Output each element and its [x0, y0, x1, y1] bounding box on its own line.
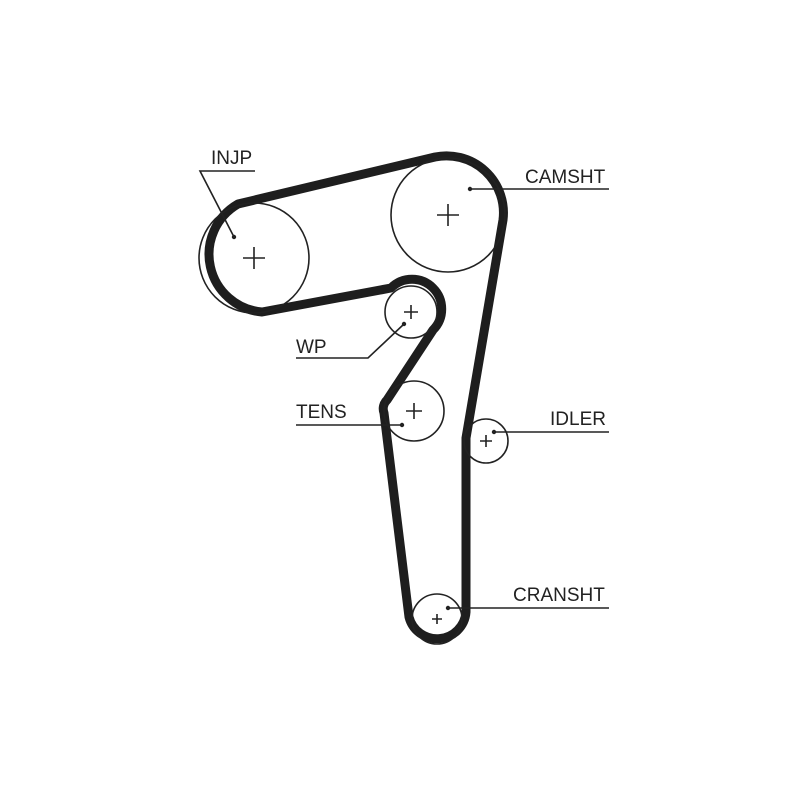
cransht-label: CRANSHT: [513, 585, 605, 606]
injp-leader-dot: [231, 234, 237, 240]
cransht-center-mark: [432, 614, 442, 624]
tens-leader-dot: [399, 422, 405, 428]
wp-label: WP: [296, 337, 327, 358]
tens-center-mark: [406, 403, 422, 419]
camsht-leader-dot: [467, 186, 473, 192]
idler-center-mark: [480, 435, 492, 447]
tens-label: TENS: [296, 402, 347, 423]
injp-leader-line: [198, 170, 255, 238]
wp-leader-line: [296, 323, 405, 359]
cransht-pulley: [411, 593, 463, 645]
camsht-pulley: [390, 157, 506, 273]
injp-pulley: [198, 202, 310, 314]
idler-pulley: [463, 418, 509, 464]
timing-belt: [204, 151, 508, 644]
idler-label: IDLER: [550, 409, 606, 430]
injp-center-mark: [243, 247, 265, 269]
wp-center-mark: [404, 305, 418, 319]
camsht-label: CAMSHT: [525, 167, 606, 188]
wp-pulley: [384, 285, 438, 339]
cransht-leader-dot: [445, 605, 451, 611]
idler-leader-dot: [491, 429, 497, 435]
injp-label: INJP: [211, 148, 253, 169]
wp-leader-dot: [401, 321, 407, 327]
tens-pulley: [383, 380, 445, 442]
camsht-center-mark: [437, 204, 459, 226]
